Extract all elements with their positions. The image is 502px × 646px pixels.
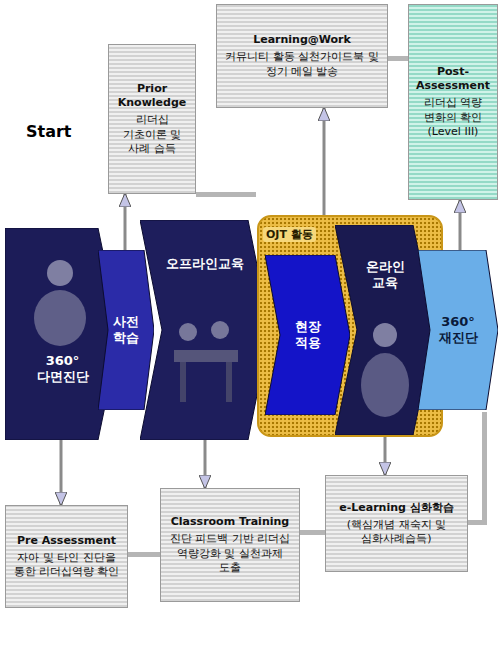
step-label: 사전 학습	[111, 314, 141, 347]
step-chevron: 360° 재진단	[418, 250, 498, 410]
figure-silhouette	[226, 362, 232, 402]
callout-body: 커뮤니티 활동 실천가이드북 및 정기 메일 발송	[221, 50, 383, 79]
chevron-outline	[98, 250, 154, 410]
step-label: 360° 다면진단	[34, 353, 92, 386]
callout-body: 자아 및 타인 진단을 통한 리더십역량 확인	[10, 551, 123, 580]
step-label: 온라인 교육	[363, 259, 408, 292]
step-label: 현장 적용	[291, 319, 325, 352]
stripe-bar	[482, 412, 487, 525]
figure-silhouette	[47, 260, 73, 286]
arrow-connector	[60, 440, 63, 505]
callout-body: (핵심개념 재숙지 및 심화사례습득)	[330, 518, 463, 547]
arrow-connector	[384, 435, 387, 475]
figure-silhouette	[174, 350, 238, 362]
callout-body: 리더십 역량 변화의 확인 (Level III)	[413, 96, 493, 139]
stripe-bar	[128, 552, 160, 557]
step-label: OJT 활동	[263, 227, 316, 242]
callout-heading: Classroom Training	[171, 515, 289, 529]
arrow-connector	[124, 194, 127, 250]
callout-heading: Learning@Work	[253, 33, 351, 47]
figure-silhouette	[361, 353, 409, 417]
callout-heading: e-Learning 심화학습	[339, 501, 453, 515]
chevron-shape	[140, 220, 270, 440]
chevron-outline	[265, 255, 350, 415]
callout-body: 진단 피드백 기반 리더십 역량강화 및 실천과제 도출	[165, 532, 295, 575]
arrow-connector	[459, 200, 462, 250]
figure-silhouette	[373, 323, 397, 347]
stripe-bar	[388, 56, 408, 61]
callout-heading: Post-Assessment	[413, 65, 493, 94]
step-chevron: 사전 학습	[98, 250, 154, 410]
start-label: Start	[26, 122, 72, 141]
step-chevron: 현장 적용	[265, 255, 350, 415]
figure-silhouette	[211, 321, 229, 339]
callout-box: Prior Knowledge리더십 기초이론 및 사례 습득	[108, 44, 196, 194]
figure-silhouette	[34, 290, 86, 346]
chevron-outline	[418, 250, 498, 410]
figure-silhouette	[180, 362, 186, 402]
callout-box: Classroom Training 진단 피드백 기반 리더십 역량강화 및 실…	[160, 488, 300, 602]
figure-silhouette	[179, 323, 197, 341]
step-chevron: 오프라인교육	[140, 220, 270, 440]
step-label: 오프라인교육	[166, 256, 244, 272]
arrow-connector	[204, 440, 207, 488]
callout-heading: Prior Knowledge	[113, 82, 191, 111]
callout-box: Post-Assessment리더십 역량 변화의 확인 (Level III)	[408, 4, 498, 200]
callout-box: Pre Assessment 자아 및 타인 진단을 통한 리더십역량 확인	[5, 505, 128, 608]
ojt-region: OJT 활동현장 적용 온라인 교육	[257, 215, 443, 437]
stripe-bar	[300, 530, 325, 535]
callout-box: Learning@Work 커뮤니티 활동 실천가이드북 및 정기 메일 발송	[216, 4, 388, 108]
step-label: 360° 재진단	[433, 314, 483, 347]
callout-body: 리더십 기초이론 및 사례 습득	[113, 113, 191, 156]
chevron-outline	[140, 220, 270, 440]
callout-heading: Pre Assessment	[17, 534, 116, 548]
callout-box: e-Learning 심화학습 (핵심개념 재숙지 및 심화사례습득)	[325, 475, 468, 572]
stripe-bar	[196, 192, 256, 197]
